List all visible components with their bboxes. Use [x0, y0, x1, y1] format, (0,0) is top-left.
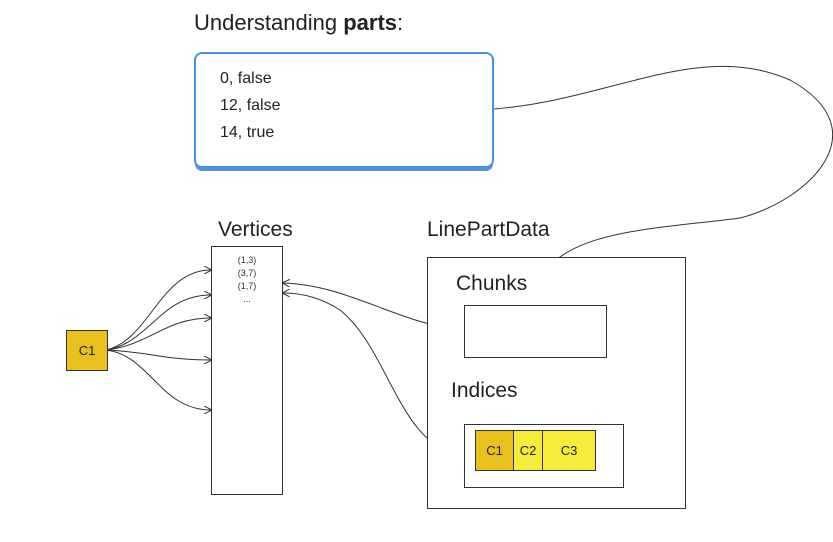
- chunk-node-c1: C1: [66, 330, 108, 371]
- index-cell-c1: C1: [475, 430, 514, 471]
- vertices-label: Vertices: [218, 218, 293, 241]
- chunks-label: Chunks: [456, 272, 528, 295]
- line-part-data-label: LinePartData: [427, 218, 550, 241]
- c1-to-vertices-connector: [105, 349, 211, 410]
- title-suffix: :: [397, 10, 404, 35]
- diagram-title: Understanding parts:: [194, 10, 403, 36]
- c1-to-vertices-connector: [105, 270, 211, 351]
- c1-to-vertices-connector: [105, 318, 211, 351]
- index-cell-c2: C2: [513, 430, 543, 471]
- vertices-box: (1,3) (3,7) (1,7) ...: [211, 246, 283, 495]
- title-bold: parts: [343, 10, 398, 35]
- vertex-item: (1,7): [237, 281, 257, 291]
- parts-entry: 12, false: [220, 97, 281, 114]
- parts-entry: 14, true: [220, 124, 275, 141]
- vertex-item: (1,3): [237, 255, 257, 265]
- parts-box: 0, false 12, false 14, true: [194, 52, 494, 168]
- c1-to-vertices-connector: [105, 295, 211, 351]
- index-cell-c3: C3: [542, 430, 596, 471]
- title-prefix: Understanding: [194, 10, 344, 35]
- chunks-box: [464, 305, 607, 358]
- parts-to-chunks-connector: [493, 65, 833, 300]
- vertex-item: ...: [243, 294, 251, 304]
- c1-to-vertices-connector: [105, 349, 211, 360]
- vertex-item: (3,7): [237, 268, 257, 278]
- indices-label: Indices: [451, 379, 518, 402]
- parts-entry: 0, false: [220, 70, 272, 87]
